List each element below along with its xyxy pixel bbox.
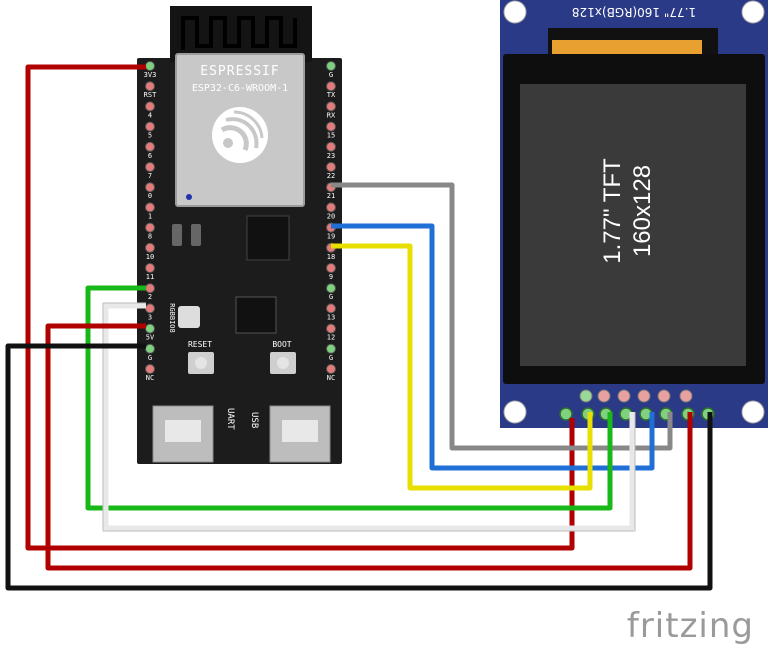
reset-label: RESET (188, 340, 212, 349)
esp32-board: ESPRESSIF ESP32-C6-WROOM-1 RGBBIO8 RESET… (137, 6, 342, 464)
right-pin-label: 23 (327, 152, 335, 160)
right-header-pin (326, 121, 336, 132)
regulator-chip (246, 215, 290, 261)
wire-2-green (85, 285, 613, 511)
right-pin-label: G (329, 293, 333, 301)
tft-header-label: 1.77" 160(RGB)x128 (572, 5, 696, 19)
left-pin-label: 4 (148, 111, 152, 119)
right-header-pin (326, 101, 336, 112)
wire-20-blue (331, 223, 655, 471)
wire-3-white-outline (102, 302, 636, 532)
right-header-pin (326, 364, 336, 374)
right-header-pin (326, 202, 336, 213)
tft-pad (579, 389, 593, 403)
left-header-pin (145, 242, 155, 253)
right-pin-label: 18 (327, 253, 335, 261)
tft-screen (520, 84, 746, 366)
left-pin-label: 5 (148, 132, 152, 140)
wire-3v3-red (25, 64, 575, 551)
left-header-pin (145, 121, 155, 132)
left-pin-label: 0 (148, 192, 152, 200)
tft-pad (597, 389, 611, 403)
right-pin-label: 21 (327, 192, 335, 200)
left-pin-label: 8 (148, 233, 152, 241)
right-header-pin (326, 303, 336, 314)
left-pin-label: 5V (146, 334, 155, 342)
left-pin-label: 10 (146, 253, 154, 261)
right-pin-label: 19 (327, 233, 335, 241)
tft-pad (637, 389, 651, 403)
left-header-pin (145, 81, 155, 92)
right-header-pin (326, 162, 336, 172)
left-header-pin (145, 323, 155, 334)
right-pin-label: 13 (327, 313, 335, 321)
flex-cable (552, 40, 702, 56)
left-pin-label: 6 (148, 152, 152, 160)
left-pin-label: 1 (148, 212, 152, 220)
right-pin-label: 20 (327, 212, 335, 220)
tft-display-module: 1.77" 160(RGB)x128 1.77" TFT 160x128 (500, 0, 768, 428)
screen-line-2: 160x128 (629, 165, 656, 257)
right-header-pin (326, 263, 336, 273)
wire-18-yellow (331, 243, 593, 491)
right-pin-label: RX (327, 111, 336, 119)
left-header-pin (145, 182, 155, 193)
left-pin-label: 7 (148, 172, 152, 180)
right-header-pin (326, 343, 336, 354)
right-pin-label: 12 (327, 334, 335, 342)
right-header-pin (326, 141, 336, 152)
right-header-pin (326, 323, 336, 334)
wire-22-gray (331, 182, 673, 451)
espressif-logo-icon (212, 107, 268, 163)
tft-pad (617, 389, 631, 403)
left-pin-label: 2 (148, 293, 152, 301)
left-pin-label: NC (146, 374, 154, 382)
left-header-pin (145, 202, 155, 213)
right-pin-label: G (329, 354, 333, 362)
tft-pad (679, 389, 693, 403)
left-pin-label: 11 (146, 273, 154, 281)
right-pin-label: TX (327, 91, 336, 99)
right-pin-label: NC (327, 374, 335, 382)
wire-gnd-black (5, 343, 713, 591)
tft-pad (657, 389, 671, 403)
left-pin-label: 3 (148, 313, 152, 321)
wires (5, 64, 713, 591)
right-pin-label: 15 (327, 132, 335, 140)
left-pin-label: RST (144, 91, 157, 99)
usb-bridge-chip (235, 296, 277, 334)
right-header-pin (326, 283, 336, 294)
screen-line-1: 1.77" TFT (599, 158, 626, 264)
left-header-pin (145, 61, 155, 71)
uart-label: UART (225, 408, 235, 430)
wire-5v-red (45, 323, 693, 571)
left-header-pin (145, 222, 155, 233)
right-header-pin (326, 81, 336, 92)
rgb-led (178, 306, 200, 328)
module-brand: ESPRESSIF (200, 64, 279, 79)
left-header-pin (145, 364, 155, 374)
left-header-pin (145, 162, 155, 172)
right-pin-label: 22 (327, 172, 335, 180)
wire-3-white (103, 303, 635, 531)
left-header-pin (145, 343, 155, 354)
left-header-pin (145, 263, 155, 273)
right-pin-label: G (329, 71, 333, 79)
left-header-pin (145, 141, 155, 152)
usb-label: USB (249, 412, 259, 428)
tft-header-pin (559, 407, 573, 421)
left-pin-label: 3V3 (144, 71, 157, 79)
boot-label: BOOT (272, 340, 291, 349)
left-pin-label: G (148, 354, 152, 362)
right-pin-label: 9 (329, 273, 333, 281)
fritzing-watermark: fritzing (626, 606, 754, 646)
left-header-pin (145, 303, 155, 314)
left-header-pin (145, 101, 155, 112)
right-header-pin (326, 61, 336, 71)
module-model: ESP32-C6-WROOM-1 (192, 83, 288, 94)
led-label: RGBBIO8 (168, 303, 176, 333)
left-header-pin (145, 283, 155, 294)
